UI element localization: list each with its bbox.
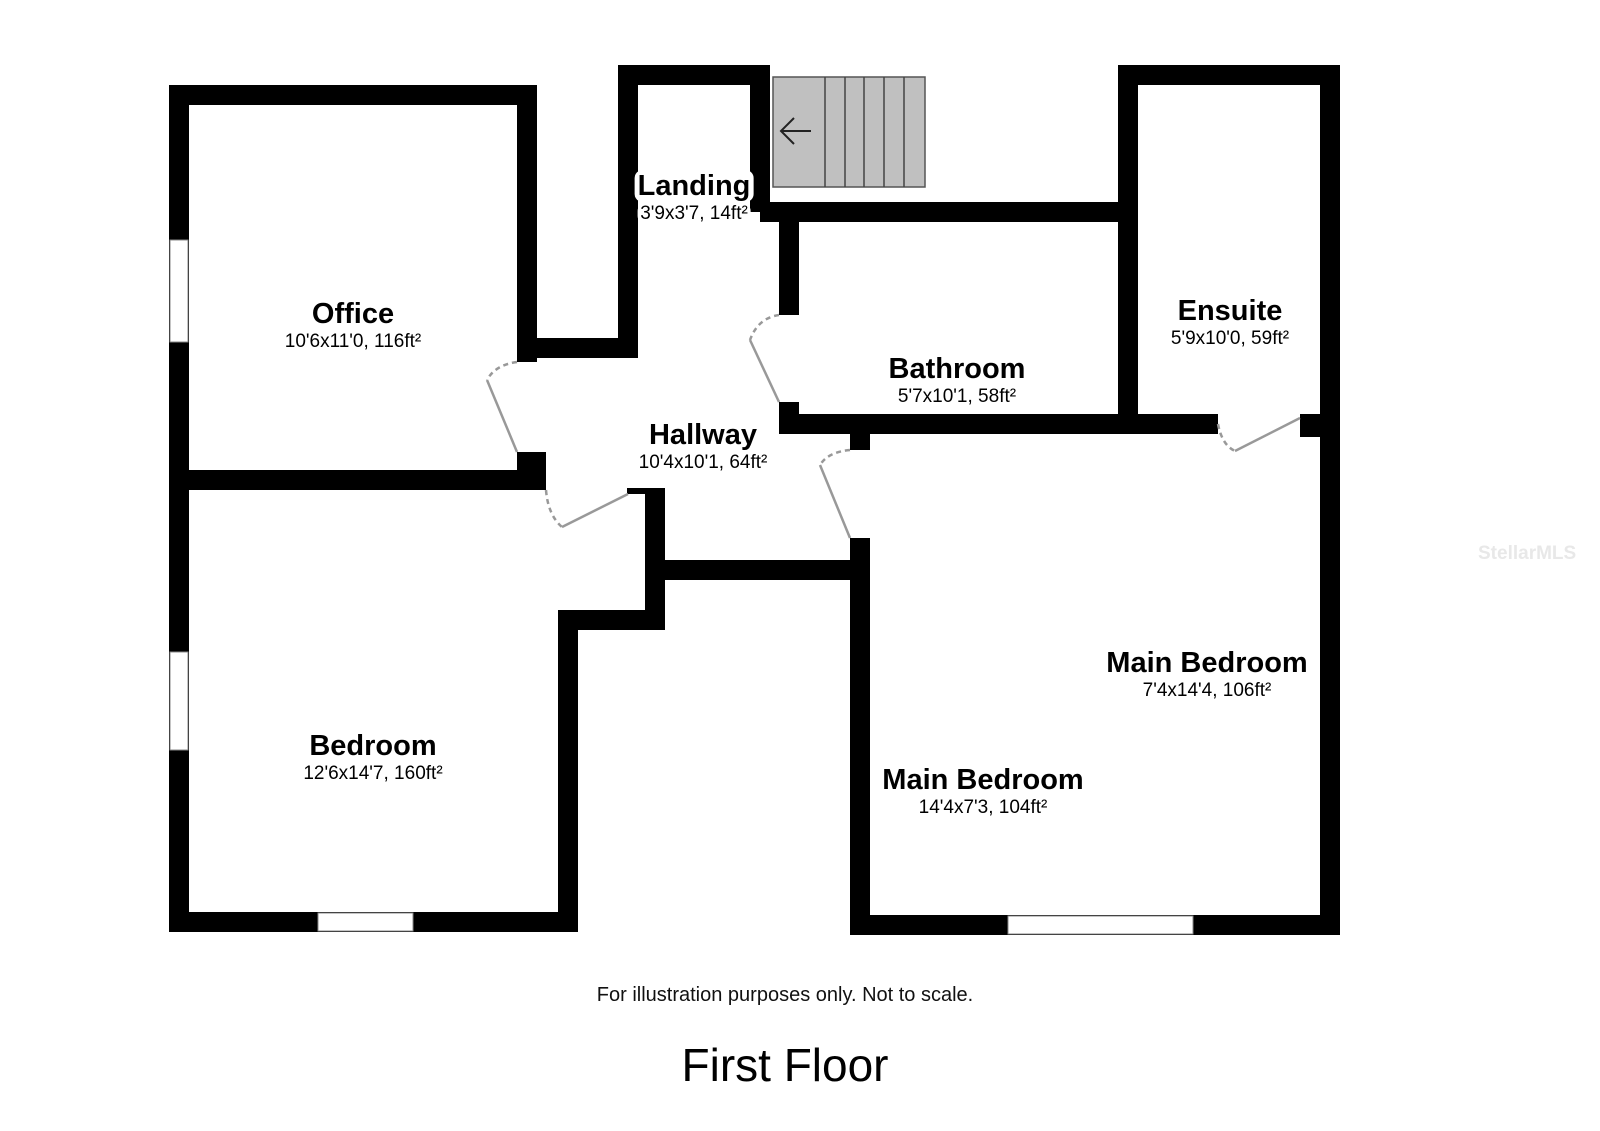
- room-name: Office: [311, 298, 395, 330]
- room-dimensions: 5'9x10'0, 59ft²: [1170, 328, 1290, 349]
- room-dimensions: 5'7x10'1, 58ft²: [894, 386, 1020, 407]
- disclaimer-note: For illustration purposes only. Not to s…: [596, 984, 974, 1006]
- room-name: Bathroom: [888, 353, 1026, 385]
- doors: [485, 313, 1301, 539]
- stairs: [772, 76, 926, 188]
- room-name: Ensuite: [1177, 295, 1283, 327]
- room-dimensions: 14'4x7'3, 104ft²: [918, 797, 1048, 818]
- room-label-bathroom: Bathroom 5'7x10'1, 58ft²: [888, 353, 1026, 408]
- window: [169, 239, 189, 343]
- room-name: Landing: [634, 170, 754, 202]
- window: [1007, 915, 1194, 935]
- windows: [169, 239, 1194, 935]
- room-label-office: Office 10'6x11'0, 116ft²: [285, 298, 421, 353]
- room-label-main-bedroom-1: Main Bedroom 7'4x14'4, 106ft²: [1106, 647, 1307, 702]
- room-label-landing: Landing 3'9x3'7, 14ft²: [634, 170, 754, 225]
- floor-title: First Floor: [681, 1039, 889, 1091]
- room-dimensions: 10'6x11'0, 116ft²: [284, 331, 422, 352]
- window: [169, 651, 189, 751]
- room-name: Main Bedroom: [882, 764, 1084, 796]
- room-dimensions: 10'4x10'1, 64ft²: [638, 452, 768, 473]
- room-name: Bedroom: [309, 730, 437, 762]
- window: [317, 912, 414, 932]
- room-dimensions: 7'4x14'4, 106ft²: [1142, 680, 1272, 701]
- watermark: StellarMLS: [1478, 543, 1577, 564]
- room-label-hallway: Hallway 10'4x10'1, 64ft²: [639, 419, 768, 474]
- room-label-main-bedroom-2: Main Bedroom 14'4x7'3, 104ft²: [882, 764, 1083, 819]
- arrow-left-icon: [779, 117, 811, 145]
- room-dimensions: 12'6x14'7, 160ft²: [303, 763, 443, 784]
- room-name: Hallway: [648, 419, 757, 451]
- room-dimensions: 3'9x3'7, 14ft²: [637, 203, 751, 224]
- room-name: Main Bedroom: [1106, 647, 1308, 679]
- walls: [169, 65, 1340, 935]
- room-label-bedroom: Bedroom 12'6x14'7, 160ft²: [303, 730, 442, 785]
- room-label-ensuite: Ensuite 5'9x10'0, 59ft²: [1171, 295, 1289, 350]
